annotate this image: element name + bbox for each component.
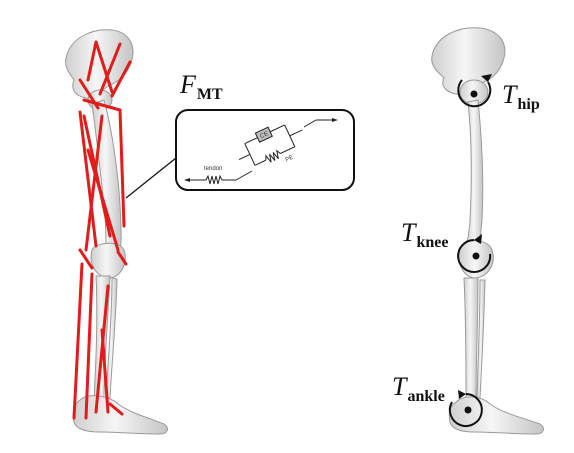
ankle-torque-arrow — [448, 393, 483, 427]
hip-torque-arrowhead — [481, 74, 492, 82]
left-fibula — [105, 277, 118, 399]
ankle-joint-center — [464, 406, 472, 414]
knee-torque-arrowhead — [474, 234, 482, 244]
muscle-line — [100, 328, 110, 414]
muscle-line — [86, 40, 98, 82]
ankle-torque-label: Tankle — [392, 372, 445, 405]
muscle-line — [118, 108, 126, 228]
left-knee — [90, 242, 126, 279]
muscle-line — [72, 262, 84, 420]
hip-joint-center — [470, 90, 478, 98]
hip-torque-arrow — [457, 79, 492, 108]
muscle-line — [94, 40, 114, 94]
muscle-line — [86, 148, 120, 252]
right-tibia — [463, 277, 479, 399]
inset-frame — [175, 109, 355, 191]
parallel-elements: CE PE — [238, 124, 303, 166]
ankle-torque-arrowhead — [458, 390, 466, 399]
ankle-torque — [448, 390, 483, 427]
inset-left-arrowhead — [184, 178, 190, 182]
parallel-spring — [265, 149, 281, 163]
muscle-line — [98, 42, 122, 96]
left-leg-muscles — [72, 40, 132, 420]
ce-label: CE — [259, 131, 269, 140]
inset-connector — [125, 157, 177, 199]
muscle-line — [82, 98, 122, 112]
muscle-line — [78, 110, 98, 248]
hip-torque — [457, 74, 492, 108]
muscle-force-label: FMT — [180, 70, 223, 103]
left-pelvis — [65, 29, 134, 99]
knee-joint-center — [472, 252, 480, 260]
inset-link — [235, 170, 253, 181]
muscle-line — [84, 272, 94, 420]
muscle-line — [116, 250, 128, 266]
right-foot — [448, 396, 544, 435]
knee-torque-label: Tknee — [401, 218, 449, 251]
knee-torque-arrow — [457, 239, 492, 273]
muscle-line — [108, 402, 124, 416]
muscle-line — [84, 114, 104, 252]
tendon-label: tendon — [204, 166, 222, 172]
tendon-spring — [205, 174, 223, 185]
hip-torque-label: Thip — [502, 80, 540, 113]
inset-right-line — [303, 119, 317, 128]
knee-torque — [457, 234, 492, 273]
hill-model-inset: tendon CE PE — [175, 109, 355, 191]
right-femur — [465, 99, 484, 249]
muscle-line — [78, 248, 94, 270]
pe-label: PE — [285, 155, 295, 164]
muscle-line — [110, 60, 132, 98]
inset-right-arrowhead — [332, 118, 338, 122]
